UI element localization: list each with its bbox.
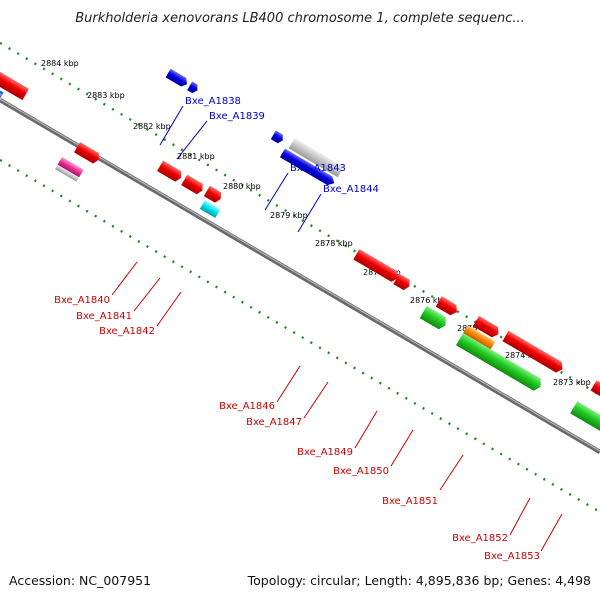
gene-arrow-bxe-a1841[interactable]	[181, 174, 205, 196]
feature-track	[0, 48, 600, 433]
gene-arrow-bxe-a1849[interactable]	[419, 306, 450, 331]
gene-arrow-red-c[interactable]	[435, 296, 460, 317]
kbp-label: 2874 kbp	[505, 351, 543, 360]
kbp-label: 2873 kbp	[553, 378, 591, 387]
gene-label-bxe-a1840[interactable]: Bxe_A1840	[54, 295, 110, 306]
kbp-label: 2876 kbp	[410, 296, 448, 305]
gene-arrow-bxe-a1846[interactable]	[353, 249, 400, 284]
gene-feature-bxe-a1850[interactable]	[463, 325, 496, 350]
gene-arrow-bxe-a1843[interactable]	[270, 130, 286, 145]
bottom-leader-lines	[111, 261, 563, 552]
kbp-label: 2880 kbp	[223, 182, 261, 191]
gene-arrow-bxe-a1838[interactable]	[165, 68, 190, 89]
genome-backbone	[0, 98, 600, 454]
gene-arrow-bxe-a1851-upper[interactable]	[502, 330, 565, 375]
gene-feature-gray[interactable]	[288, 138, 344, 178]
gene-feature-pink[interactable]	[55, 157, 84, 182]
gene-arrow-bxe-a1839[interactable]	[187, 81, 200, 94]
gene-arrow-bxe-a1840[interactable]	[157, 160, 184, 183]
kbp-label: 2875 kbp	[457, 324, 495, 333]
gene-label-bxe-a1843[interactable]: Bxe_A1843	[290, 163, 346, 174]
gene-label-bxe-a1849[interactable]: Bxe_A1849	[297, 447, 353, 458]
accession-text: Accession: NC_007951	[9, 573, 151, 588]
gene-label-bxe-a1851[interactable]: Bxe_A1851	[382, 496, 438, 507]
gene-label-bxe-a1842[interactable]: Bxe_A1842	[99, 326, 155, 337]
topology-summary-text: Topology: circular; Length: 4,895,836 bp…	[247, 573, 591, 588]
gene-arrow-red-a[interactable]	[74, 142, 102, 165]
top-leader-lines	[159, 105, 322, 233]
gene-label-bxe-a1853[interactable]: Bxe_A1853	[484, 551, 540, 562]
gene-label-bxe-a1839[interactable]: Bxe_A1839	[209, 111, 265, 122]
gene-label-bxe-a1847[interactable]: Bxe_A1847	[246, 417, 302, 428]
gene-label-bxe-a1846[interactable]: Bxe_A1846	[219, 401, 275, 412]
top-gene-labels: Bxe_A1838 Bxe_A1839 Bxe_A1843 Bxe_A1844	[185, 96, 379, 195]
gene-label-bxe-a1850[interactable]: Bxe_A1850	[333, 466, 389, 477]
gene-arrow-bxe-a1851[interactable]	[456, 333, 544, 393]
kbp-label: 2879 kbp	[270, 211, 308, 220]
gene-arrow-green-e[interactable]	[570, 401, 600, 433]
gene-arrow-bxe-a1847[interactable]	[393, 273, 412, 292]
gene-arrow-bxe-a1852[interactable]	[590, 380, 600, 413]
genome-backbone-highlight	[0, 98, 600, 452]
gene-label-bxe-a1852[interactable]: Bxe_A1852	[452, 533, 508, 544]
gene-feature-bxe-a1842[interactable]	[199, 200, 221, 218]
kbp-label: 2878 kbp	[315, 239, 353, 248]
kbp-label: 2883 kbp	[87, 91, 125, 100]
map-title: Burkholderia xenovorans LB400 chromosome…	[75, 11, 525, 26]
gene-label-bxe-a1838[interactable]: Bxe_A1838	[185, 96, 241, 107]
kbp-label: 2881 kbp	[177, 152, 215, 161]
gene-feature-red-edge[interactable]	[0, 48, 30, 101]
gene-arrow-bxe-a1844[interactable]	[279, 148, 337, 188]
gene-arrow-red-b[interactable]	[203, 185, 224, 204]
kbp-label: 2882 kbp	[133, 122, 171, 131]
bottom-gene-labels: Bxe_A1840 Bxe_A1841 Bxe_A1842 Bxe_A1846 …	[54, 295, 540, 562]
gene-arrow-red-d[interactable]	[472, 315, 501, 340]
kbp-label: 2884 kbp	[41, 59, 79, 68]
gene-label-bxe-a1844[interactable]: Bxe_A1844	[323, 184, 379, 195]
gene-label-bxe-a1841[interactable]: Bxe_A1841	[76, 311, 132, 322]
